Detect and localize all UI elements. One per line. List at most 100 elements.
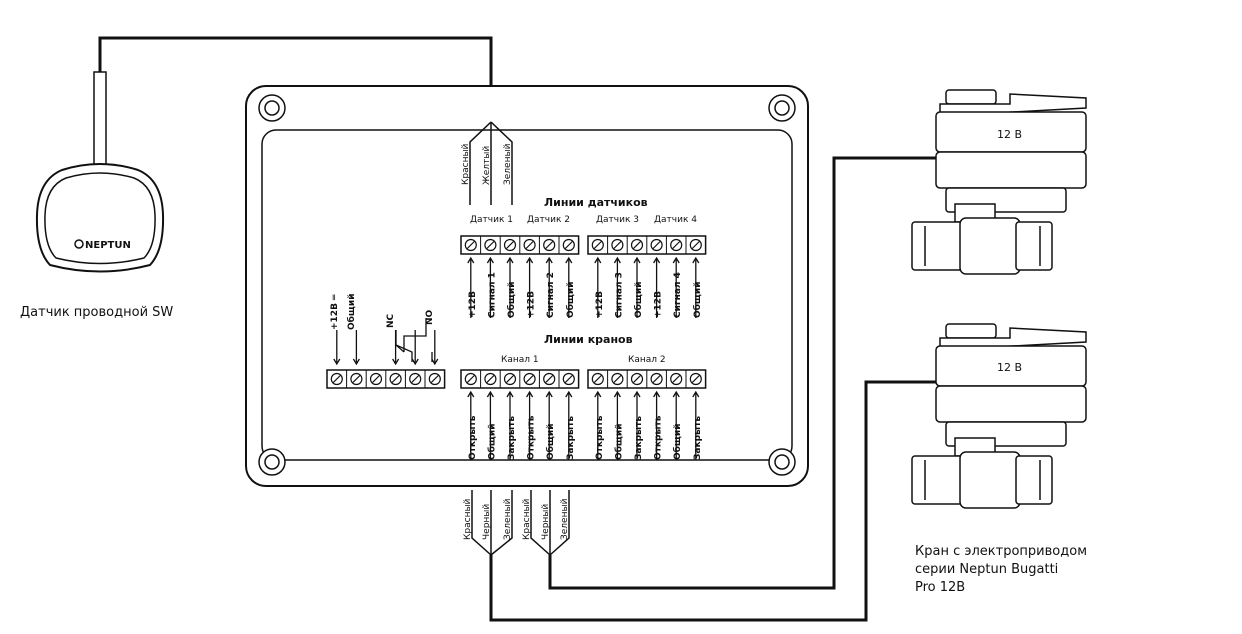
terminal-screw-icon (611, 372, 624, 386)
terminal-screw-icon (562, 238, 575, 252)
valve-1-lever (945, 89, 997, 105)
sensor-strip-2 (587, 235, 707, 255)
valve-terminal-label-1: Открыть (595, 415, 605, 460)
valve-caption-line-1: Кран с электроприводом (915, 544, 1087, 559)
valve-wire-green-2: Зеленый (560, 498, 570, 540)
terminal-screw-icon (523, 372, 536, 386)
terminal-screw-icon (670, 238, 683, 252)
terminal-screw-icon (670, 372, 683, 386)
terminal-screw-icon (389, 372, 402, 386)
valve-2-body-lower (935, 385, 1087, 423)
valve-terminal-label-3: Закрыть (634, 416, 644, 460)
screw-bottom-right (768, 448, 796, 476)
terminal-screw-icon (464, 238, 477, 252)
terminal-screw-icon (630, 238, 644, 252)
screw-bottom-left (258, 448, 286, 476)
sensor-terminal-label-1: +12В (595, 291, 605, 318)
sensor-group-2: Датчик 2 (527, 215, 570, 225)
valve-1-pipe-left (911, 221, 965, 271)
screw-top-right (768, 94, 796, 122)
terminal-screw-icon (689, 372, 702, 386)
valve-wire-red-2: Красный (522, 498, 532, 540)
terminal-screw-icon (484, 372, 497, 386)
valve-1-voltage: 12 В (997, 128, 1022, 141)
valve-2-lever (945, 323, 997, 339)
valve-2-pipe-right (1015, 455, 1053, 505)
screw-top-left (258, 94, 286, 122)
sensor-terminal-label-6: Общий (692, 282, 703, 319)
valve-wire-black-2: Черный (541, 504, 551, 540)
sensor-group-1: Датчик 1 (470, 215, 513, 225)
sensor-inner-body (44, 172, 156, 265)
sensor-terminal-label-6: Общий (565, 282, 576, 319)
valve-cable-1 (548, 156, 936, 590)
sensor-strip-1 (460, 235, 580, 255)
valve-wire-fan (471, 490, 570, 556)
valve-2-voltage: 12 В (997, 361, 1022, 374)
valve-terminal-label-6: Закрыть (693, 416, 703, 460)
terminal-screw-icon (409, 372, 422, 386)
valve-group-2: Канал 2 (628, 355, 666, 365)
terminal-screw-icon (330, 372, 343, 386)
sensor-terminal-label-2: Сигнал 3 (614, 272, 624, 318)
power-plus-label: +12В ═ (330, 294, 340, 330)
terminal-screw-icon (591, 372, 604, 386)
terminal-screw-icon (464, 372, 477, 386)
terminal-screw-icon (523, 238, 536, 252)
power-common-label: Общий (346, 294, 357, 331)
terminal-screw-icon (611, 238, 624, 252)
terminal-screw-icon (630, 372, 644, 386)
sensor-caption: Датчик проводной SW (20, 305, 174, 320)
valve-terminal-label-2: Общий (613, 424, 624, 461)
valve-wire-green-1: Зеленый (503, 498, 513, 540)
valve-caption-line-3: Pro 12В (915, 580, 966, 595)
sensor-brand: NEPTUN (85, 240, 131, 251)
terminal-screw-icon (562, 372, 575, 386)
sensor-group-4: Датчик 4 (654, 215, 697, 225)
sensor-terminal-label-3: Общий (633, 282, 644, 319)
valve-strip-1 (460, 369, 580, 389)
sensor-cable (98, 36, 493, 125)
valve-1-ball-body (959, 217, 1021, 275)
valve-wire-red-1: Красный (463, 498, 473, 540)
terminal-screw-icon (591, 238, 604, 252)
sensor-terminal-label-1: +12В (468, 291, 478, 318)
sensor-group-3: Датчик 3 (596, 215, 639, 225)
valve-2-pipe-left (911, 455, 965, 505)
relay-nc-label: NC (386, 313, 396, 328)
sensor-wire-green: Зеленый (503, 143, 513, 185)
terminal-screw-icon (428, 372, 441, 386)
terminal-screw-icon (543, 238, 556, 252)
neptun-logo-icon (74, 239, 84, 249)
valve-caption-line-2: серии Neptun Bugatti (915, 562, 1059, 577)
valve-caption: Кран с электроприводом серии Neptun Buga… (915, 543, 1087, 597)
valve-terminal-label-2: Общий (486, 424, 497, 461)
sensor-terminal-label-4: +12В (527, 291, 537, 318)
valve-1 (911, 89, 1087, 275)
valve-wire-black-1: Черный (482, 504, 492, 540)
sensor-wire-yellow: Желтый (482, 146, 492, 185)
terminal-screw-icon (543, 372, 556, 386)
terminal-screw-icon (650, 238, 663, 252)
valve-terminal-label-6: Закрыть (566, 416, 576, 460)
valve-1-pipe-right (1015, 221, 1053, 271)
power-relay-strip (326, 369, 446, 389)
valve-lines-title: Линии кранов (544, 333, 633, 346)
sensor-terminal-label-4: +12В (654, 291, 664, 318)
terminal-strips (326, 235, 707, 389)
relay-no-label: NO (425, 309, 435, 325)
sensor-cable-sleeve (93, 71, 107, 173)
sensor-terminal-label-5: Сигнал 2 (546, 272, 556, 318)
sensor-wire-fan (469, 121, 513, 205)
terminal-arrows (333, 256, 700, 460)
terminal-screw-icon (650, 372, 663, 386)
valve-terminal-label-1: Открыть (468, 415, 478, 460)
sensor-terminal-label-3: Общий (506, 282, 517, 319)
valve-2-ball-body (959, 451, 1021, 509)
sensor-terminal-label-2: Сигнал 1 (487, 272, 497, 318)
valve-cable-2 (489, 380, 936, 622)
terminal-screw-icon (484, 238, 497, 252)
valve-strip-2 (587, 369, 707, 389)
valve-2 (911, 323, 1087, 509)
